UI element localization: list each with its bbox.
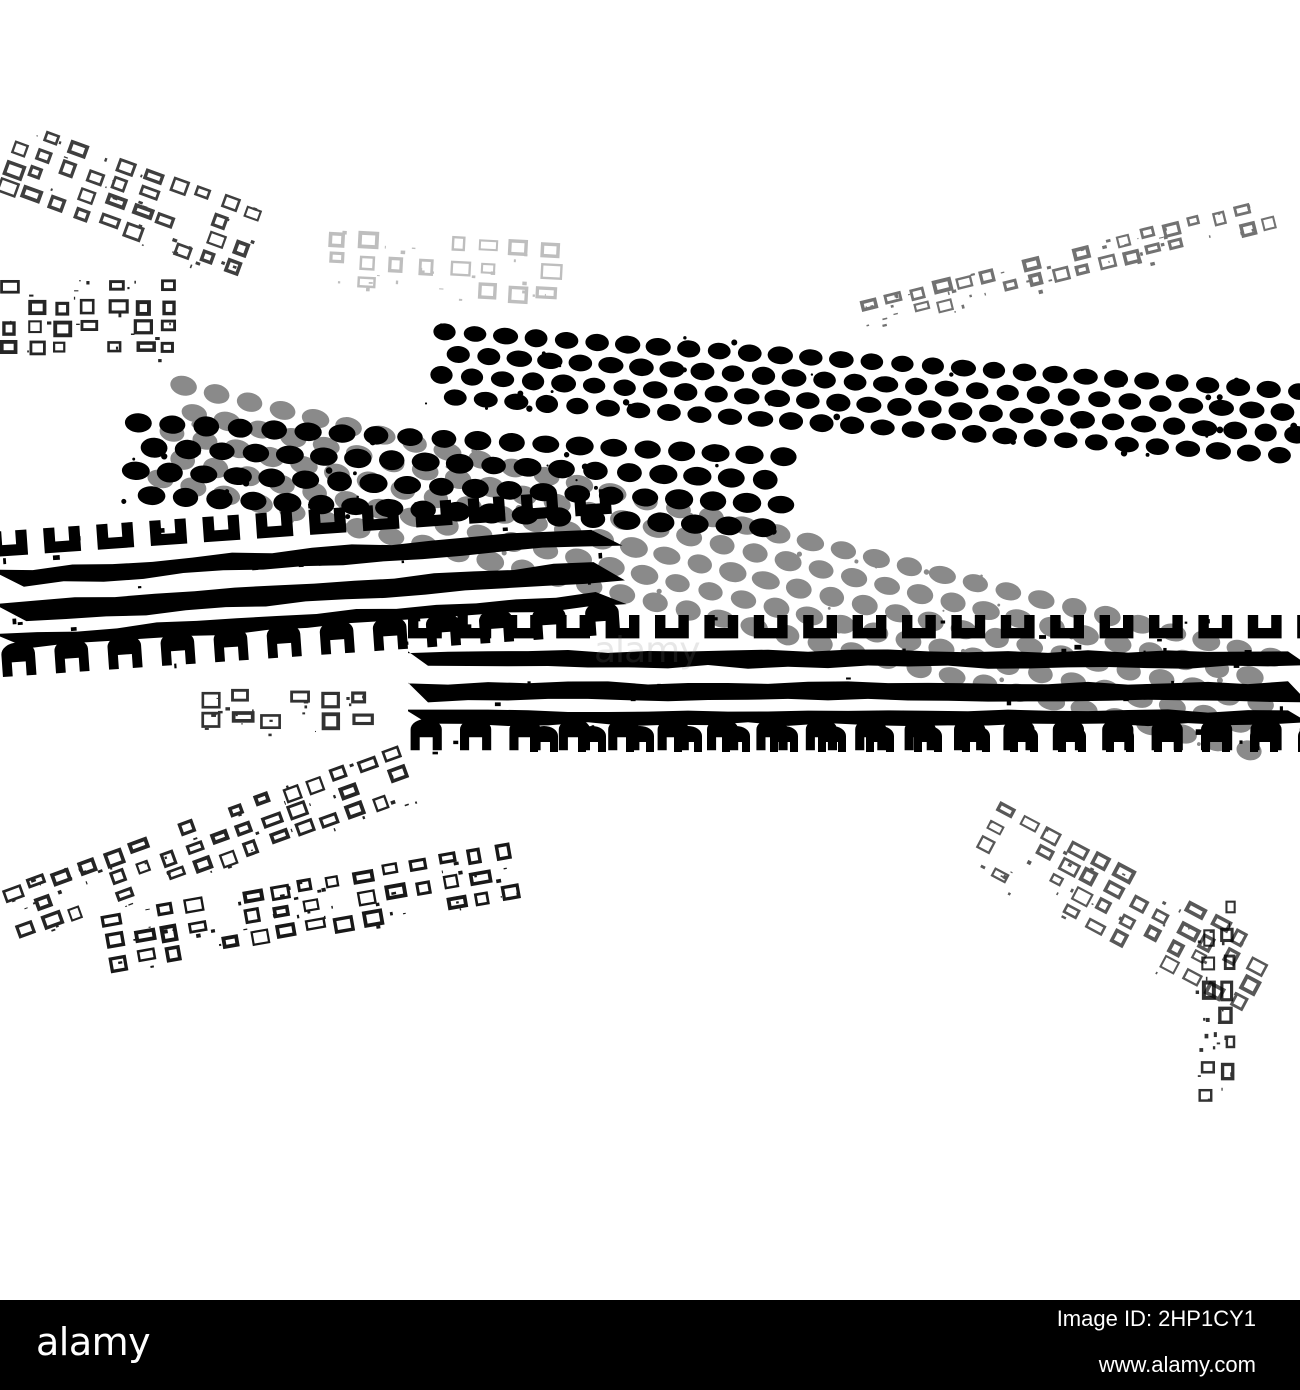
lug-track-right-lower <box>530 726 1300 752</box>
faint-track-right-edge <box>1195 900 1236 1102</box>
brand-logo: alamy <box>36 1320 151 1364</box>
tire-track-artwork <box>0 130 1300 1102</box>
faint-track-upper-right <box>859 202 1277 328</box>
watermark-footer: alamy Image ID: 2HP1CY1 www.alamy.com <box>0 1300 1300 1390</box>
image-id-label: Image ID: 2HP1CY1 <box>1056 1306 1256 1331</box>
faint-track-bottom-left-b <box>100 842 521 974</box>
cobble-track-left <box>121 413 797 538</box>
image-watermark-overlay: alamy <box>594 630 700 671</box>
faint-track-top <box>328 230 563 305</box>
faint-track-lower-right <box>975 801 1269 1012</box>
tire-tracks-illustration <box>0 130 1300 1102</box>
faint-track-bottom-left-a <box>1 745 418 939</box>
lug-track-left <box>0 488 627 678</box>
cobble-track-upper-right <box>424 323 1300 464</box>
faint-track-top-left <box>0 130 263 277</box>
site-url-label: www.alamy.com <box>1098 1352 1256 1377</box>
faint-track-mid <box>201 688 374 737</box>
faint-track-left <box>0 279 177 363</box>
